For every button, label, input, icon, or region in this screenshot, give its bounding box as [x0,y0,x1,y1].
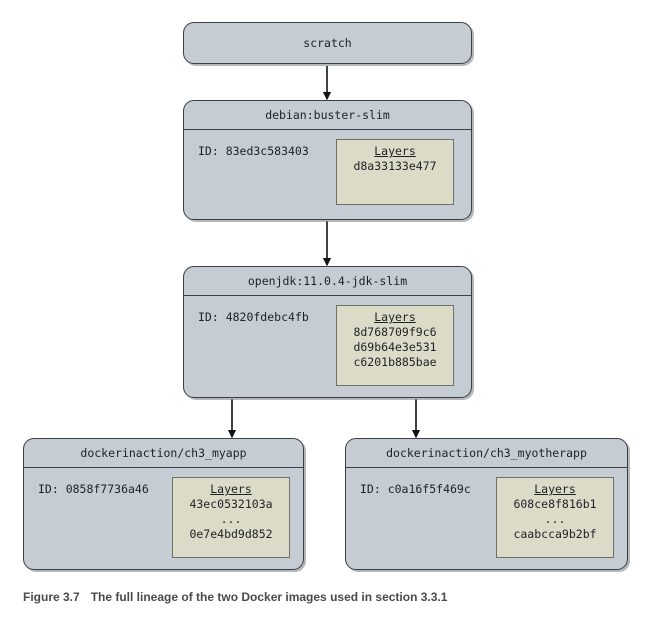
layers-heading: Layers [210,482,252,496]
node-myotherapp-title: dockerinaction/ch3_myotherapp [346,439,627,468]
image-lineage-diagram: scratch debian:buster-slim ID: 83ed3c583… [23,22,628,570]
layer-id: c6201b885bae [353,355,437,369]
node-myapp-title: dockerinaction/ch3_myapp [24,439,303,468]
node-openjdk-id: ID: 4820fdebc4fb [198,310,309,324]
node-myotherapp-body: ID: c0a16f5f469c Layers 608ce8f816b1 ...… [346,468,627,569]
layer-ellipsis: ... [544,512,566,526]
layer-id: caabcca9b2bf [513,527,597,541]
layer-id: 608ce8f816b1 [513,497,597,511]
layer-id: d69b64e3e531 [353,340,437,354]
layer-id: d8a33133e477 [353,159,437,173]
figure-number: Figure 3.7 [23,590,80,604]
node-scratch[interactable]: scratch [183,22,472,64]
node-myapp[interactable]: dockerinaction/ch3_myapp ID: 0858f7736a4… [23,438,304,570]
node-openjdk[interactable]: openjdk:11.0.4-jdk-slim ID: 4820fdebc4fb… [183,266,472,398]
node-openjdk-body: ID: 4820fdebc4fb Layers 8d768709f9c6 d69… [184,296,471,397]
node-myapp-body: ID: 0858f7736a46 Layers 43ec0532103a ...… [24,468,303,569]
layer-id: 0e7e4bd9d852 [189,527,273,541]
node-debian-title: debian:buster-slim [184,101,471,130]
node-openjdk-title: openjdk:11.0.4-jdk-slim [184,267,471,296]
figure-caption: Figure 3.7 The full lineage of the two Do… [23,590,447,604]
node-myotherapp-layers-box: Layers 608ce8f816b1 ... caabcca9b2bf [496,477,614,558]
node-myotherapp[interactable]: dockerinaction/ch3_myotherapp ID: c0a16f… [345,438,628,570]
node-debian-id: ID: 83ed3c583403 [198,144,309,158]
layers-heading: Layers [534,482,576,496]
layer-ellipsis: ... [220,512,242,526]
figure-caption-text: The full lineage of the two Docker image… [90,590,448,604]
node-myapp-layers-box: Layers 43ec0532103a ... 0e7e4bd9d852 [172,477,290,558]
node-myapp-id: ID: 0858f7736a46 [38,482,149,496]
node-myotherapp-id: ID: c0a16f5f469c [360,482,471,496]
node-debian[interactable]: debian:buster-slim ID: 83ed3c583403 Laye… [183,100,472,220]
layer-id: 43ec0532103a [189,497,273,511]
node-openjdk-layers-box: Layers 8d768709f9c6 d69b64e3e531 c6201b8… [336,305,454,386]
node-scratch-title: scratch [303,36,352,50]
layer-id: 8d768709f9c6 [353,325,437,339]
layers-heading: Layers [374,310,416,324]
node-debian-layers-box: Layers d8a33133e477 [336,139,454,205]
layers-heading: Layers [374,144,416,158]
node-debian-body: ID: 83ed3c583403 Layers d8a33133e477 [184,130,471,219]
